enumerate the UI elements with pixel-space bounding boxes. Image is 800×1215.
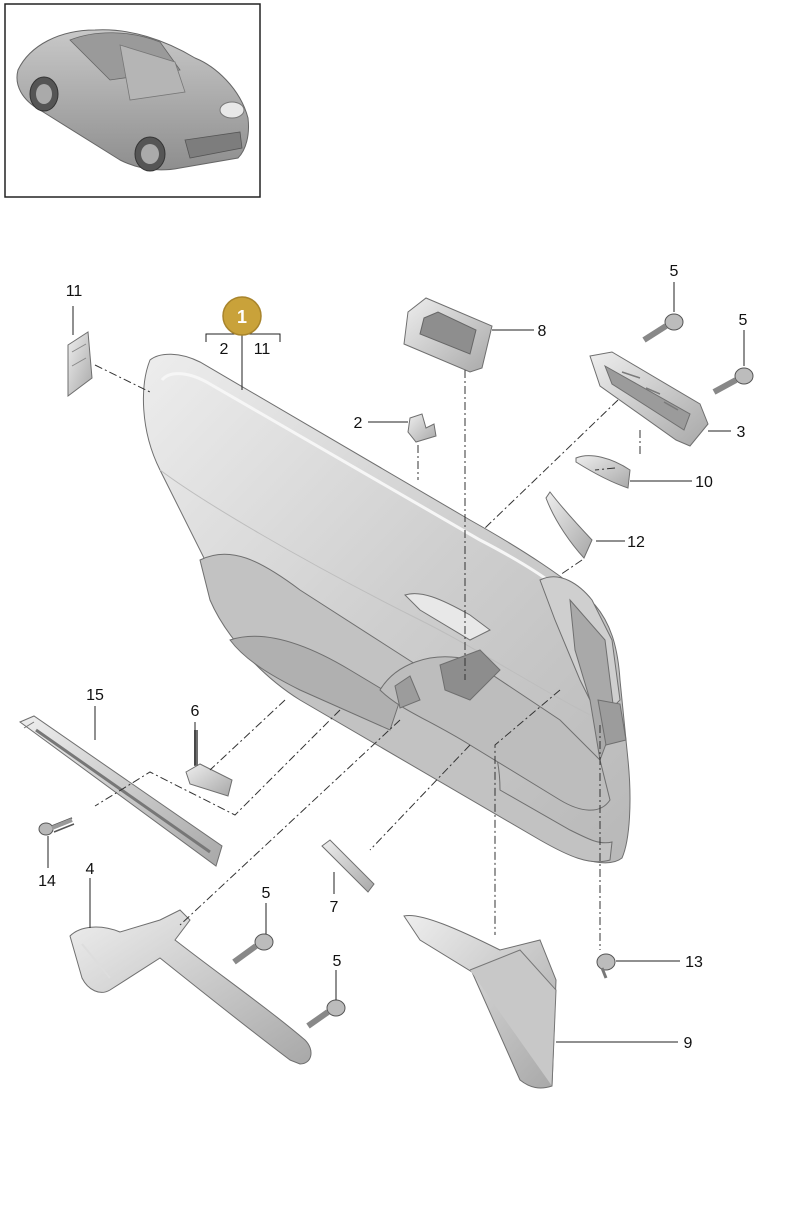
callout-numbers: 11 8 2 5 5 3 10 12 15 6 14 4 7 5 5 13 9 bbox=[38, 263, 747, 1052]
callout-7: 7 bbox=[330, 899, 339, 916]
porsche-911-coupe-icon bbox=[16, 29, 249, 172]
part-8-switch-bezel bbox=[403, 297, 493, 373]
callout-14: 14 bbox=[38, 873, 56, 890]
door-trim-panel bbox=[143, 353, 631, 864]
callout-4: 4 bbox=[86, 861, 95, 878]
callout-6: 6 bbox=[191, 703, 200, 720]
part-5-screw-a bbox=[642, 313, 684, 343]
callout-5-right: 5 bbox=[739, 312, 748, 329]
callout-13: 13 bbox=[685, 954, 703, 971]
assembly-includes-2: 2 bbox=[220, 341, 229, 358]
callout-5-top: 5 bbox=[670, 263, 679, 280]
callout-10: 10 bbox=[695, 474, 713, 491]
part-2-bracket bbox=[407, 413, 437, 443]
callout-15: 15 bbox=[86, 687, 104, 704]
part-5-screw-c bbox=[232, 933, 274, 965]
part-4-pull-handle bbox=[69, 909, 312, 1065]
callout-12: 12 bbox=[627, 534, 645, 551]
part-15-frame-trim bbox=[18, 715, 223, 867]
part-12-trim-strip bbox=[545, 491, 593, 559]
vehicle-thumbnail bbox=[4, 3, 261, 198]
assembly-includes-11: 11 bbox=[254, 341, 271, 358]
part-14-screw bbox=[38, 817, 75, 836]
callout-8: 8 bbox=[538, 323, 547, 340]
assembly-lines bbox=[94, 364, 641, 950]
part-9-storage-pocket bbox=[403, 914, 557, 1089]
callout-5-bottom: 5 bbox=[333, 953, 342, 970]
part-7-rod bbox=[321, 839, 375, 893]
part-13-clip bbox=[596, 953, 616, 979]
assembly-badge: 1 2 11 bbox=[220, 296, 271, 358]
part-10-trim-strip bbox=[575, 455, 631, 489]
part-5-screw-b bbox=[712, 367, 754, 395]
part-5-screw-d bbox=[306, 999, 346, 1029]
part-3-handle-housing bbox=[589, 351, 709, 447]
callout-3: 3 bbox=[737, 424, 746, 441]
part-11-clip bbox=[67, 331, 93, 397]
callout-11: 11 bbox=[66, 283, 83, 300]
part-6-connector bbox=[185, 730, 233, 797]
callout-9: 9 bbox=[684, 1035, 693, 1052]
callout-5-mid: 5 bbox=[262, 885, 271, 902]
assembly-number: 1 bbox=[237, 307, 247, 327]
callout-2: 2 bbox=[354, 415, 363, 432]
